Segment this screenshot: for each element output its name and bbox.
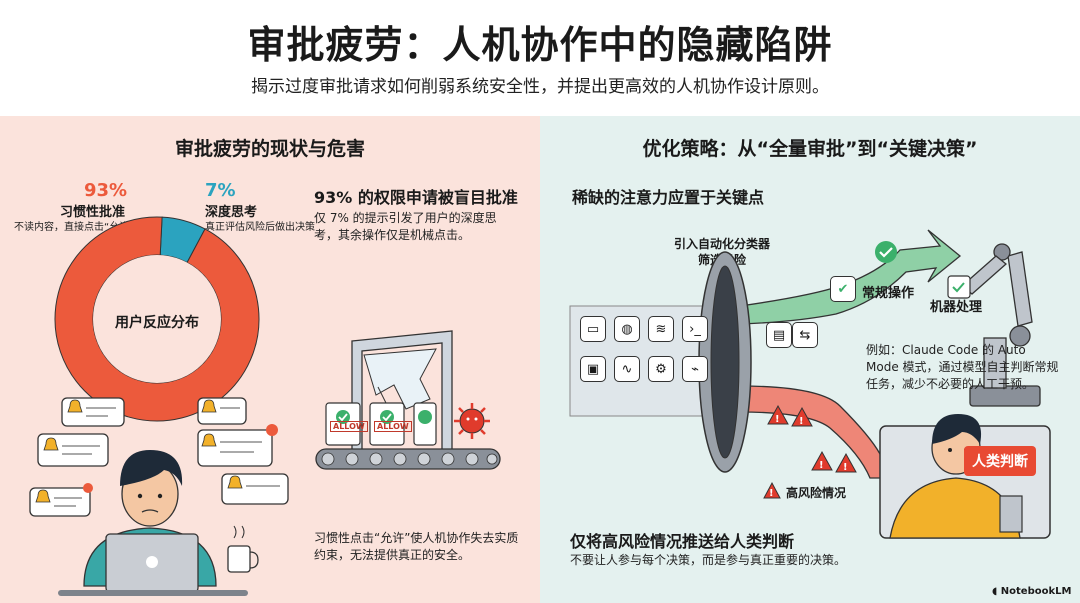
stat-desc: 仅 7% 的提示引发了用户的深度思考，其余操作仅是机械点击。 [314,211,497,242]
svg-text:!: ! [799,416,804,427]
label-habitual: 习惯性批准 [60,205,126,220]
human-judgment-badge: 人类判断 [964,446,1036,476]
notebooklm-icon: ◖ [992,586,998,597]
notebooklm-logo: ◖ NotebookLM [992,586,1071,597]
allow-stamp-2: ALLOW [374,421,412,432]
push-desc: 不要让人参与每个决策，而是参与真正重要的决策。 [570,553,847,567]
bottom-text: 习惯性点击“允许”使人机协作失去实质约束，无法提供真正的安全。 [314,531,519,562]
donut-hole [93,255,221,383]
notification-bubbles [29,397,289,517]
high-risk-label: 高风险情况 [786,486,847,500]
terminal-icon: ›_ [682,316,708,342]
percent-7: 7% [205,180,236,201]
desc-habitual: 不读内容，直接点击“允许” [14,222,135,233]
chart-icon: ⌁ [682,356,708,382]
document-icon: ▤ [766,322,792,348]
left-heading: 审批疲劳的现状与危害 [174,138,365,160]
percent-93: 93% [84,180,128,201]
classifier-flow-illustration: !! !! ! [569,229,1051,539]
left-panel: 审批疲劳的现状与危害 93% 习惯性批准 不读内容，直接点击“允许” 7% 深度… [0,116,540,603]
example-text: 例如：Claude Code 的 Auto Mode 模式，通过模型自主判断常规… [866,343,1059,391]
page-subtitle: 揭示过度审批请求如何削弱系统安全性，并提出更高效的人机协作设计原则。 [251,77,829,97]
allow-stamp-1: ALLOW [330,421,368,432]
svg-text:!: ! [769,488,774,499]
svg-text:!: ! [819,460,824,471]
page-title: 审批疲劳：人机协作中的隐藏陷阱 [247,23,833,67]
machine-label: 机器处理 [930,300,983,315]
donut-chart [54,216,260,422]
push-title: 仅将高风险情况推送给人类判断 [570,532,795,551]
folder-icon: ▭ [580,316,606,342]
brand-label: NotebookLM [1000,586,1072,597]
desc-deep: 真正评估风险后做出决策 [205,222,315,233]
donut-center-label: 用户反应分布 [115,315,199,331]
switch-icon: ⇆ [792,322,818,348]
database-icon: ≋ [648,316,674,342]
svg-text:!: ! [775,414,780,425]
right-panel: 优化策略：从“全量审批”到“关键决策” 稀缺的注意力应置于关键点 引入自动化分类… [540,116,1080,603]
attention-title: 稀缺的注意力应置于关键点 [572,188,765,207]
broken-gate-conveyor-illustration [315,330,501,470]
monitor-icon: ▣ [580,356,606,382]
label-deep: 深度思考 [205,205,258,220]
routine-label: 常规操作 [862,286,915,301]
tired-person-illustration [29,397,289,596]
globe-icon: ◍ [614,316,640,342]
right-heading: 优化策略：从“全量审批”到“关键决策” [642,138,978,160]
gears-icon: ⚙ [648,356,674,382]
stat-title: 93% 的权限申请被盲目批准 [314,188,518,207]
svg-text:!: ! [843,462,848,473]
check-card-icon: ✔ [830,276,856,302]
waveform-icon: ∿ [614,356,640,382]
